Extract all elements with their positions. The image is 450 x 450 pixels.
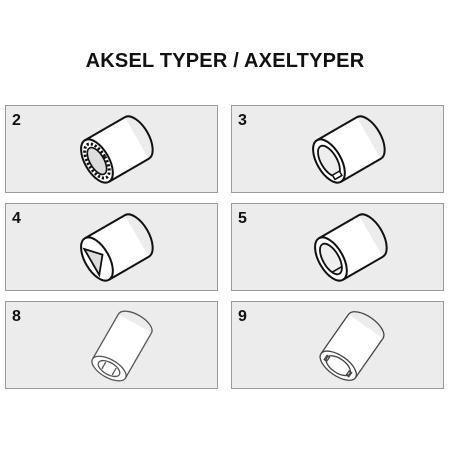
shaft-type-number: 3 xyxy=(238,112,247,129)
shaft-type-cell-8: 8 xyxy=(5,301,218,389)
triangular-bore-bushing-icon xyxy=(80,213,154,282)
shaft-type-cell-5: 5 xyxy=(231,203,444,291)
shaft-type-number: 4 xyxy=(12,210,21,227)
splined-bore-bushing-icon xyxy=(80,115,154,184)
page-title: AKSEL TYPER / AXELTYPER xyxy=(85,50,365,72)
shaft-type-number: 5 xyxy=(238,210,247,227)
shaft-type-number: 8 xyxy=(12,308,21,325)
shaft-type-cell-4: 4 xyxy=(5,203,218,291)
shaft-type-cell-3: 3 xyxy=(231,105,444,193)
round-bore-flat-bushing-icon xyxy=(314,213,388,282)
shaft-type-grid: 2 3 4 xyxy=(5,105,444,389)
shaft-type-number: 9 xyxy=(238,308,247,325)
round-bore-keyway-bushing-icon xyxy=(312,115,386,184)
shaft-type-cell-2: 2 xyxy=(5,105,218,193)
shaft-type-number: 2 xyxy=(12,112,21,129)
shaft-type-cell-9: 9 xyxy=(231,301,444,389)
round-bore-notched-bushing-icon xyxy=(319,311,385,381)
double-flat-bore-bushing-icon xyxy=(91,310,153,382)
